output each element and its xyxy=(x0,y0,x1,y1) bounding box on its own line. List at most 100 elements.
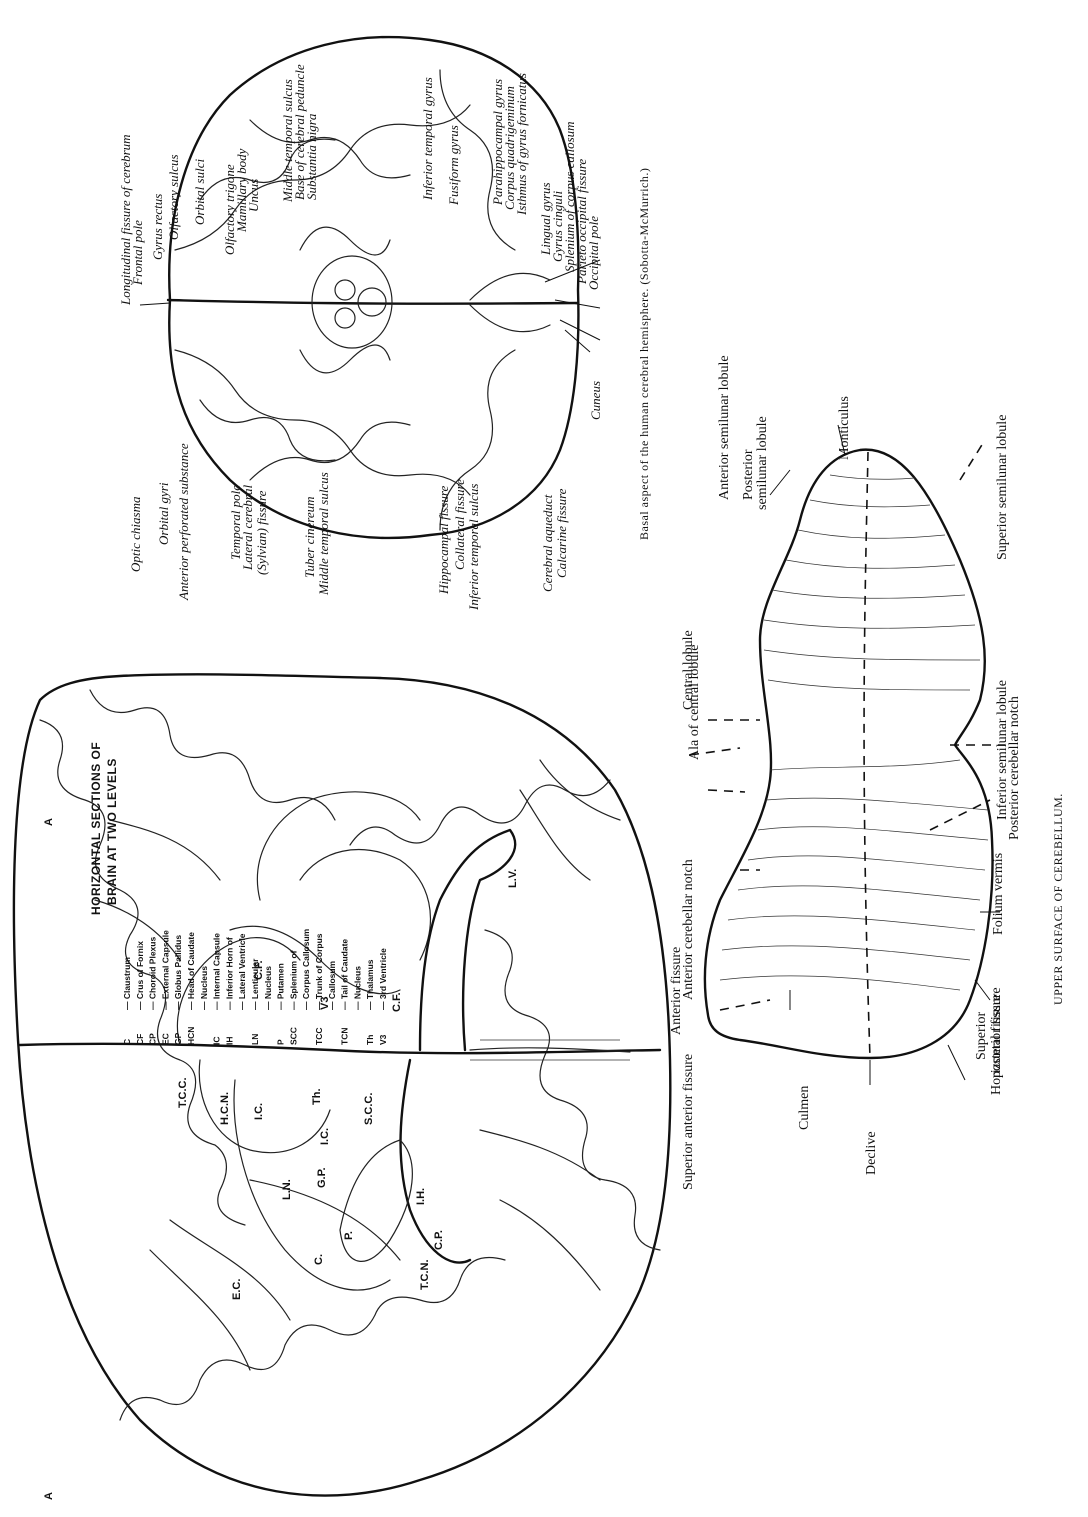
cerebellum-label-superior-anterior: Superior anterior fissure xyxy=(681,1054,696,1190)
legend-abbr: TCC xyxy=(314,1028,324,1045)
label-ic1: I.C. xyxy=(253,1103,265,1120)
legend-text: — Splenium of xyxy=(288,950,298,1010)
legend-abbr: CF xyxy=(135,1034,145,1045)
legend-abbr: C xyxy=(122,1039,132,1045)
basal-right-labels: Optic chiasma Orbital gyri Anterior perfor… xyxy=(128,381,603,611)
legend-text: — Putamen xyxy=(276,963,286,1010)
basal-midline xyxy=(168,300,578,304)
label-ec: E.C. xyxy=(231,1279,243,1300)
horizontal-brain-section: A A T.C.C. H.C.N. I.C. L.N. G.P. I.C. Th… xyxy=(14,674,670,1500)
basal-label-upper: Substantia nigra xyxy=(304,113,319,200)
legend-abbr: Th xyxy=(365,1035,375,1045)
basal-brain-view: Longitudinal fissure of cerebrumFrontal … xyxy=(118,37,651,611)
cerebellum-label-folium: Folium vermis xyxy=(991,853,1006,935)
legend-text: — Tail of Caudate xyxy=(340,939,350,1010)
label-cf2: C.F. xyxy=(391,992,403,1012)
cerebellum-label-posterior-notch: Posterior cerebellar notch xyxy=(1007,696,1022,840)
legend-text: — Trunk of Corpus xyxy=(314,933,324,1010)
basal-label-lower: Cuneus xyxy=(588,381,603,420)
label-p: P. xyxy=(343,1231,355,1240)
basal-label-upper: Orbital sulci xyxy=(192,159,207,225)
label-tcn: T.C.N. xyxy=(419,1259,431,1290)
legend-text: — Lenticular xyxy=(250,958,260,1010)
label-a-bottom: A xyxy=(43,1492,55,1500)
lateral-ventricle-shape xyxy=(420,830,515,1050)
basal-label-lower: Lateral cerebral xyxy=(240,485,255,571)
label-tcc: T.C.C. xyxy=(177,1077,189,1108)
label-lv: L.V. xyxy=(507,869,519,888)
legend-abbr: TCN xyxy=(340,1028,350,1045)
basal-label-upper: Frontal pole xyxy=(130,220,145,286)
legend-text: — Choroid Plexus xyxy=(148,937,158,1010)
cerebellum-label-posterior-semilunar-1: Posterior xyxy=(741,449,756,500)
basal-label-lower: Anterior perforated substance xyxy=(176,443,191,601)
basal-label-lower: Middle temporal sulcus xyxy=(316,472,331,596)
legend-heading-1: HORIZONTAL SECTIONS OF xyxy=(89,742,103,915)
vermis-line xyxy=(864,452,870,1058)
legend-abbr: SCC xyxy=(288,1027,298,1045)
legend-abbr: V3 xyxy=(378,1034,388,1045)
legend-text: — Nucleus xyxy=(352,966,362,1010)
basal-label-lower: Optic chiasma xyxy=(128,496,143,572)
legend-abbr: HCN xyxy=(186,1027,196,1045)
label-gp: G.P. xyxy=(316,1167,328,1188)
section-legend: HORIZONTAL SECTIONS OF BRAIN AT TWO LEVE… xyxy=(89,742,388,1045)
cerebellum-label-culmen: Culmen xyxy=(797,1086,812,1130)
label-hcn: H.C.N. xyxy=(219,1092,231,1125)
section-labels: A A T.C.C. H.C.N. I.C. L.N. G.P. I.C. Th… xyxy=(43,818,519,1500)
cerebellum-label-superior-posterior-1: Superior xyxy=(974,1011,989,1060)
legend-heading-2: BRAIN AT TWO LEVELS xyxy=(105,758,119,905)
label-th: Th. xyxy=(311,1089,323,1106)
basal-label-upper: Inferior temporal gyrus xyxy=(420,77,435,201)
label-scc: S.C.C. xyxy=(363,1093,375,1125)
legend-text: — Claustrum xyxy=(122,957,132,1010)
legend-abbr: GP xyxy=(173,1032,183,1045)
legend-text: — Crus of Fornix xyxy=(135,941,145,1010)
cerebellum-label-declive: Declive xyxy=(864,1131,879,1175)
basal-label-lower: Cerebral aqueduct xyxy=(540,494,555,592)
legend-abbr: EC xyxy=(160,1033,170,1045)
legend-abbr: LN xyxy=(250,1034,260,1045)
cerebellum-caption: UPPER SURFACE OF CEREBELLUM. xyxy=(1051,793,1065,1005)
label-a-top: A xyxy=(43,818,55,826)
legend-text: — Corpus Callosum xyxy=(301,928,311,1010)
legend-text: — Lateral Ventricle xyxy=(237,933,247,1010)
legend-abbr: P xyxy=(276,1039,286,1045)
legend-text: — Internal Capsule xyxy=(212,933,222,1010)
legend-text: — Callosum xyxy=(327,960,337,1010)
cerebellum-label-superior-posterior-2: posterior fissure xyxy=(989,987,1004,1078)
legend-text: — Thalamus xyxy=(365,959,375,1010)
basal-label-lower: Inferior temporal sulcus xyxy=(466,484,481,611)
cerebellum-label-ala: Ala of central lobule xyxy=(687,645,702,760)
basal-label-lower: (Sylvian) fissure xyxy=(254,490,269,575)
legend-text: — Inferior Horn of xyxy=(224,937,234,1010)
legend-text: — External Capsule xyxy=(160,930,170,1010)
legend-text: — Nucleus xyxy=(263,966,273,1010)
basal-caption: Basal aspect of the human cerebral hemis… xyxy=(637,168,651,540)
basal-label-upper: Fusiform gyrus xyxy=(446,125,461,206)
basal-label-lower: Orbital gyri xyxy=(156,482,171,545)
legend-text: — Head of Caudate xyxy=(186,932,196,1010)
cerebellum-folia xyxy=(720,475,988,990)
cerebellum-label-monticulus: Monticulus xyxy=(837,396,852,460)
legend-abbr: IH xyxy=(224,1037,234,1046)
legend-text: — Nucleus xyxy=(199,966,209,1010)
label-ln: L.N. xyxy=(281,1179,293,1200)
label-cp: C.P. xyxy=(433,1230,445,1250)
legend-text: — Globus Pallidus xyxy=(173,935,183,1010)
basal-label-upper: Isthmus of gyrus fornicatus xyxy=(514,73,529,216)
label-ih: I.H. xyxy=(415,1188,427,1205)
basal-label-upper: Olfactory sulcus xyxy=(166,154,181,240)
cerebellum-label-posterior-semilunar-2: semilunar lobule xyxy=(755,416,770,510)
cerebellum-label-anterior-semilunar: Anterior semilunar lobule xyxy=(717,355,732,500)
basal-label-lower: Collateral fissure xyxy=(452,479,467,570)
basal-label-upper: Occipital pole xyxy=(586,216,601,290)
label-ic2: I.C. xyxy=(319,1128,331,1145)
label-c: C. xyxy=(313,1254,325,1265)
cerebellum-label-anterior-notch: Anterior cerebellar notch xyxy=(681,859,696,1000)
basal-label-lower: Hippocampal fissure xyxy=(436,486,451,595)
